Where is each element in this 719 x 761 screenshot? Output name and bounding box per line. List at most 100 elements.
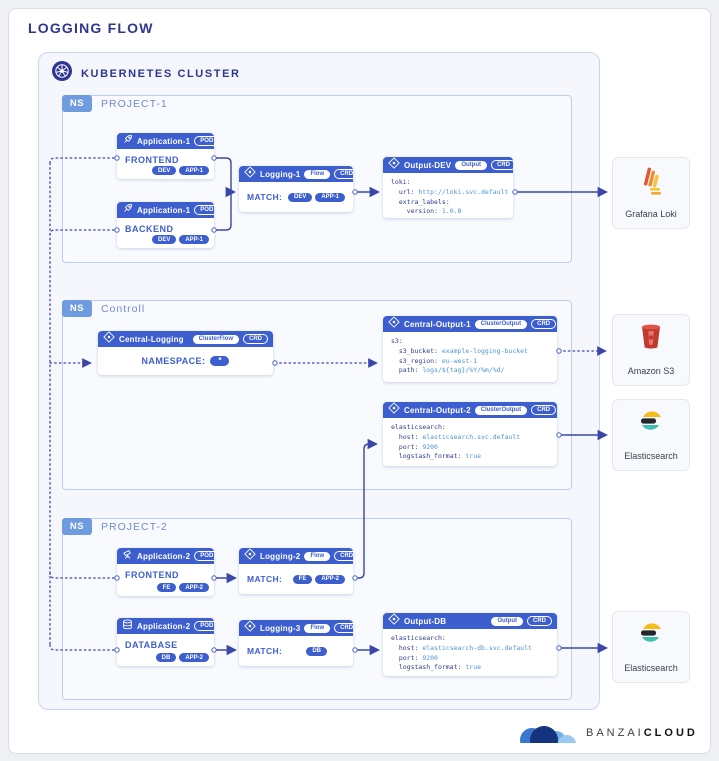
yaml-config: s3: s3_bucket: example-logging-bucket s3… <box>391 337 528 375</box>
card-header: Logging-3 Flow CRD <box>239 619 360 637</box>
pod-badge: POD <box>194 621 220 631</box>
card-logging-1: Logging-1 Flow CRD MATCH: DEV APP-1 <box>239 165 360 212</box>
crd-badge: CRD <box>527 616 552 626</box>
label-tags: DEV APP-1 <box>151 166 209 175</box>
rocket-icon <box>122 132 133 150</box>
match-tags: FE APP-2 <box>292 574 345 584</box>
tag: APP-1 <box>315 192 345 202</box>
tag: APP-2 <box>315 574 345 584</box>
card-title: Application-2 <box>137 621 191 631</box>
page-title: LOGGING FLOW <box>28 20 154 36</box>
crd-icon <box>388 156 400 174</box>
crd-badge: CRD <box>243 334 268 344</box>
crd-icon <box>244 547 256 565</box>
card-header: Application-2 POD <box>117 548 220 564</box>
card-header: Central-Output-1 ClusterOutput CRD <box>383 316 557 332</box>
service-label: Amazon S3 <box>627 366 675 376</box>
card-header: Output-DEV Output CRD <box>383 156 516 174</box>
elasticsearch-icon <box>638 408 664 439</box>
match-label: MATCH: <box>247 192 283 202</box>
kubernetes-icon <box>52 61 72 86</box>
clusteroutput-badge: ClusterOutput <box>474 319 528 329</box>
crd-icon <box>244 165 256 183</box>
brand-secondary: CLOUD <box>643 726 698 739</box>
crd-badge: CRD <box>491 160 516 170</box>
card-logging-3: Logging-3 Flow CRD MATCH: DB <box>239 619 360 666</box>
ns-badge: NS <box>62 95 92 112</box>
card-title: Logging-1 <box>260 169 301 179</box>
card-title: Application-1 <box>137 205 191 215</box>
service-grafana-loki: Grafana Loki <box>612 157 690 229</box>
card-central-output-2: Central-Output-2 ClusterOutput CRD elast… <box>383 402 557 466</box>
crd-icon <box>388 315 400 333</box>
pod-badge: POD <box>194 205 220 215</box>
service-elasticsearch-2: Elasticsearch <box>612 611 690 683</box>
tag: DEV <box>151 235 177 244</box>
service-amazon-s3: Amazon S3 <box>612 314 690 386</box>
yaml-config: elasticsearch: host: elasticsearch.svc.d… <box>391 423 521 461</box>
yaml-config: elasticsearch: host: elasticsearch-db.sv… <box>391 634 532 672</box>
output-badge: Output <box>455 160 487 170</box>
tag: APP-2 <box>179 583 209 592</box>
clusteroutput-badge: ClusterOutput <box>474 405 528 415</box>
card-application-2-frontend: Application-2 POD FRONTEND FE APP-2 <box>117 548 220 596</box>
card-body: DATABASE DB APP-2 <box>117 634 214 666</box>
kubernetes-cluster-label: KUBERNETES CLUSTER <box>81 67 241 80</box>
card-output-dev: Output-DEV Output CRD loki: url: http://… <box>383 156 516 218</box>
match-tags: DB <box>306 646 327 656</box>
tag: DEV <box>287 192 313 202</box>
match-tags: DEV APP-1 <box>287 192 345 202</box>
tag: DEV <box>151 166 177 175</box>
ns-badge: NS <box>62 518 92 535</box>
card-header: Output-DB Output CRD <box>383 613 557 629</box>
service-label: Grafana Loki <box>625 209 677 219</box>
pod-badge: POD <box>194 551 220 561</box>
card-title: Application-1 <box>137 136 191 146</box>
card-title: Logging-2 <box>260 551 301 561</box>
tag: APP-2 <box>179 653 209 662</box>
kubernetes-cluster-header: KUBERNETES CLUSTER <box>52 61 241 86</box>
crd-badge: CRD <box>334 551 360 561</box>
label-tags: DB APP-2 <box>155 653 209 662</box>
flow-badge: Flow <box>304 169 331 179</box>
label-tags: FE APP-2 <box>156 583 209 592</box>
service-label: Elasticsearch <box>624 451 678 461</box>
tag: DB <box>155 653 177 662</box>
output-badge: Output <box>491 616 523 626</box>
match-label: MATCH: <box>247 574 283 584</box>
crd-badge: CRD <box>531 405 557 415</box>
crd-icon <box>244 619 256 637</box>
namespace-label: PROJECT-2 <box>101 521 168 533</box>
label-tags: DEV APP-1 <box>151 235 209 244</box>
tag: FE <box>156 583 177 592</box>
workload-name: FRONTEND <box>125 155 179 165</box>
card-header: Application-1 POD <box>117 132 220 150</box>
card-body: MATCH: FE APP-2 <box>239 564 353 594</box>
rocket-icon <box>122 201 133 219</box>
card-header: Application-2 POD <box>117 618 220 634</box>
namespace-label: PROJECT-1 <box>101 98 168 110</box>
service-label: Elasticsearch <box>624 663 678 673</box>
crd-icon <box>388 612 400 630</box>
brand-wordmark: BANZAICLOUD <box>586 727 698 739</box>
card-output-db: Output-DB Output CRD elasticsearch: host… <box>383 613 557 676</box>
card-body: MATCH: DEV APP-1 <box>239 182 353 212</box>
card-application-2-database: Application-2 POD DATABASE DB APP-2 <box>117 618 220 666</box>
tag: APP-1 <box>179 166 209 175</box>
card-application-1-frontend: Application-1 POD FRONTEND DEV APP-1 <box>117 132 220 179</box>
workload-name: DATABASE <box>125 640 178 650</box>
grafana-loki-icon <box>636 166 666 203</box>
elasticsearch-icon <box>638 620 664 651</box>
amazon-s3-icon <box>637 323 665 358</box>
card-body: BACKEND DEV APP-1 <box>117 218 214 248</box>
card-header: Central-Output-2 ClusterOutput CRD <box>383 402 557 418</box>
card-title: Logging-3 <box>260 623 301 633</box>
card-central-logging: Central-Logging ClusterFlow CRD NAMESPAC… <box>98 331 273 375</box>
flow-badge: Flow <box>304 551 331 561</box>
banzai-cloud-icon <box>520 722 576 743</box>
workload-name: BACKEND <box>125 224 174 234</box>
card-body: MATCH: DB <box>239 636 353 666</box>
card-title: Central-Output-1 <box>404 319 471 329</box>
flow-badge: Flow <box>304 623 331 633</box>
